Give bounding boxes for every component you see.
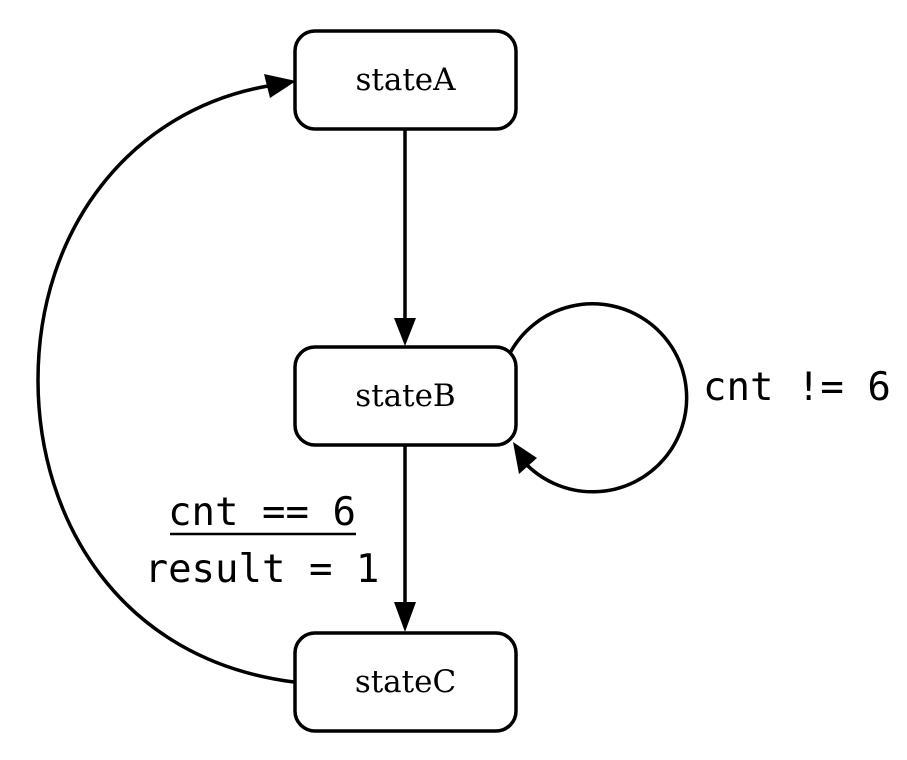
transition-a-to-b	[394, 130, 416, 346]
transition-c-to-a	[36, 74, 296, 684]
transition-b-to-c	[394, 446, 416, 632]
state-b[interactable]: stateB	[293, 345, 518, 447]
transition-b-self-loop	[508, 302, 689, 494]
arrowhead-icon	[513, 442, 537, 474]
state-a-label: stateA	[355, 62, 456, 98]
state-c-label: stateC	[355, 664, 456, 700]
self-loop-label: cnt != 6	[703, 365, 891, 410]
arrowhead-icon	[394, 602, 416, 632]
arrowhead-icon	[264, 74, 296, 98]
state-b-label: stateB	[355, 378, 455, 414]
action-label: result = 1	[145, 547, 380, 592]
state-c[interactable]: stateC	[293, 631, 518, 733]
state-a[interactable]: stateA	[293, 29, 518, 131]
arrowhead-icon	[394, 318, 416, 346]
guard-label: cnt == 6	[168, 490, 356, 535]
